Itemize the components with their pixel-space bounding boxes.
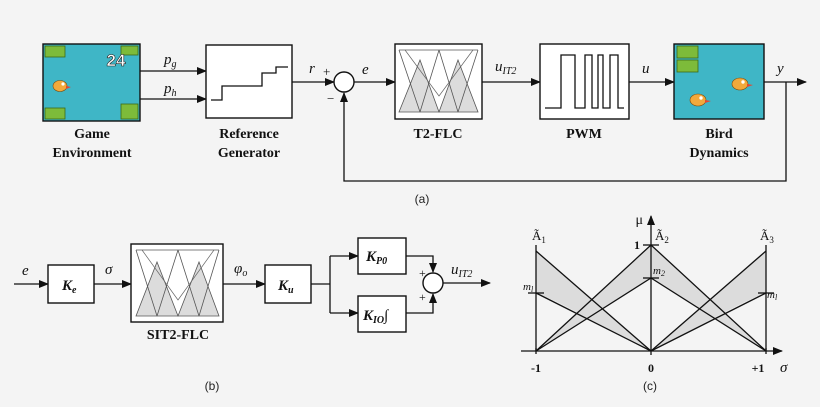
sum-minus-sign: − <box>327 91 334 106</box>
t2flc-block <box>394 43 483 120</box>
summing-junction-a <box>333 71 355 93</box>
ke-gain-block <box>47 264 95 304</box>
pipe-bottom-left <box>44 107 66 120</box>
game-environment-block: 24 <box>42 43 141 122</box>
sum-plus-sign: + <box>323 64 330 79</box>
ki-gain-label: KIO∫ <box>362 308 390 326</box>
bird-dynamics-block <box>673 43 765 120</box>
bird-icon-1 <box>689 93 711 107</box>
mu-label: μ <box>635 213 643 228</box>
game-label-line1: Game <box>74 127 110 142</box>
mf-a2-label: Ã2 <box>655 228 669 245</box>
pipe-bottom-right <box>120 103 139 120</box>
reference-label-line1: Reference <box>219 127 279 142</box>
game-label-line2: Environment <box>52 146 131 161</box>
ml-label-left: ml <box>523 281 534 294</box>
signal-uit2-label-a: uIT2 <box>495 59 516 77</box>
reference-generator-block <box>205 44 293 119</box>
signal-e-label-a: e <box>362 62 369 78</box>
pwm-label: PWM <box>566 127 602 142</box>
game-score: 24 <box>107 51 126 70</box>
ki-gain-block <box>357 295 407 333</box>
x-tick-pos1: +1 <box>752 361 765 375</box>
mf-a1-label: Ã1 <box>532 228 546 245</box>
signal-u-label: u <box>642 61 650 77</box>
ki-to-sum-wire <box>406 293 437 314</box>
pwm-waveform-graphic <box>545 54 624 109</box>
signal-uit2-label-b: uIT2 <box>451 262 472 280</box>
mf-a3-label: Ã3 <box>760 228 774 245</box>
bird-label-line2: Dynamics <box>689 146 749 161</box>
bird-icon <box>52 80 71 92</box>
sum-b-plus-bottom: + <box>419 290 426 304</box>
m2-label: m2 <box>653 265 665 278</box>
pipe-top-right <box>120 45 139 56</box>
signal-sigma-label: σ <box>105 262 113 278</box>
ku-gain-label: Ku <box>277 278 294 296</box>
sigma-axis-label: σ <box>780 360 788 376</box>
reference-label-line2: Generator <box>218 146 280 161</box>
x-tick-neg1: -1 <box>531 361 541 375</box>
caption-a: (a) <box>415 192 430 206</box>
sum-b-plus-top: + <box>419 266 426 280</box>
bird-icon-2 <box>731 77 753 91</box>
sit2flc-label: SIT2-FLC <box>147 328 209 343</box>
kp-gain-label: KP0 <box>365 249 387 267</box>
reference-staircase-graphic <box>211 66 288 101</box>
signal-phi-label: φo <box>234 261 247 279</box>
sit2flc-block <box>130 243 224 323</box>
signal-e-label-b: e <box>22 263 29 279</box>
signal-r-label: r <box>309 61 315 77</box>
pipe-top-left <box>44 45 66 58</box>
membership-function-plot <box>521 215 783 355</box>
caption-c: (c) <box>643 379 657 393</box>
t2flc-label: T2-FLC <box>414 127 463 142</box>
signal-pg-label: pg <box>163 52 177 70</box>
feedback-path <box>340 82 787 182</box>
signal-ph-label: ph <box>163 81 177 99</box>
mu-one-label: 1 <box>634 238 640 252</box>
x-tick-zero: 0 <box>648 361 654 375</box>
kp-to-sum-wire <box>406 255 437 273</box>
ml-label-right: ml <box>767 289 778 302</box>
signal-y-label: y <box>775 61 784 77</box>
summing-junction-b <box>422 272 444 294</box>
ke-gain-label: Ke <box>61 278 77 296</box>
bird-label-line1: Bird <box>705 127 732 142</box>
caption-b: (b) <box>205 379 220 393</box>
